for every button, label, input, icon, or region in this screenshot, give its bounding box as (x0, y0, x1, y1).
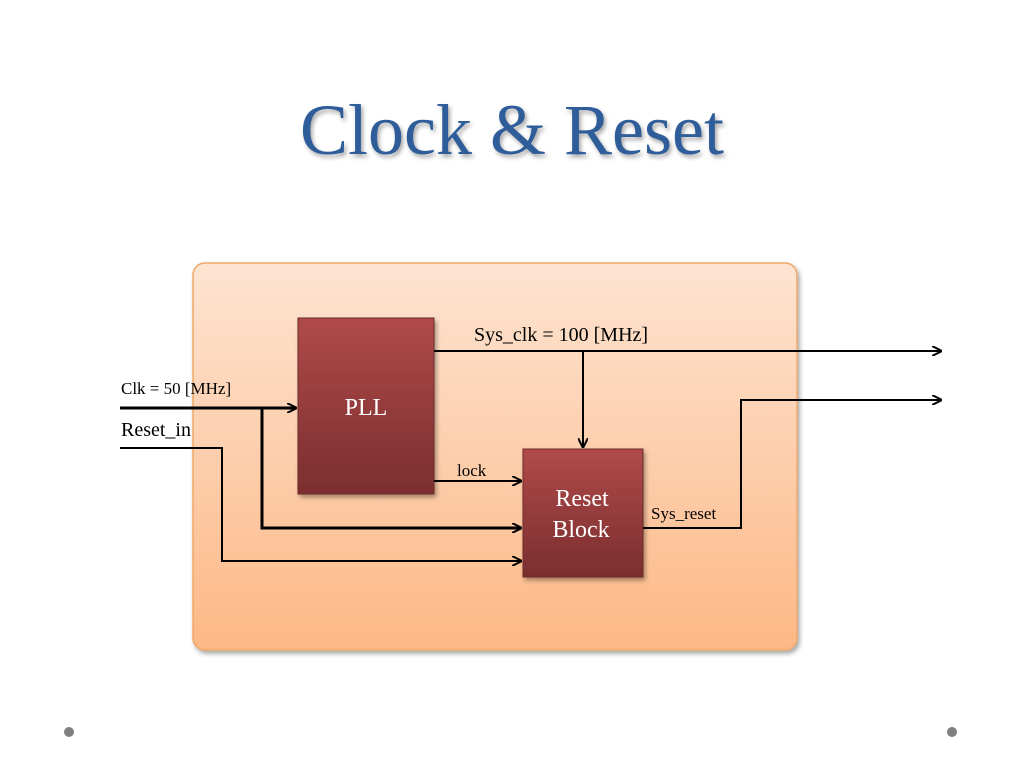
background-panel (192, 262, 798, 651)
pll-block (297, 317, 435, 495)
pll-label: PLL (345, 395, 388, 421)
reset-block (522, 448, 644, 578)
lock-label: lock (457, 461, 487, 480)
slide-dot-right (947, 727, 957, 737)
slide-dot-left (64, 727, 74, 737)
sys-reset-wire (643, 400, 941, 529)
sys-reset-label: Sys_reset (651, 504, 716, 523)
sys-clk-label: Sys_clk = 100 [MHz] (474, 324, 648, 346)
reset-in-wire (120, 447, 521, 561)
reset-block-label-line2: Block (552, 517, 609, 543)
reset-block-label-line1: Reset (555, 486, 609, 512)
clk-branch-wire (260, 408, 521, 528)
slide-title: Clock & Reset (300, 90, 724, 170)
clk-input-label: Clk = 50 [MHz] (121, 379, 231, 398)
reset-in-label: Reset_in (121, 419, 191, 441)
